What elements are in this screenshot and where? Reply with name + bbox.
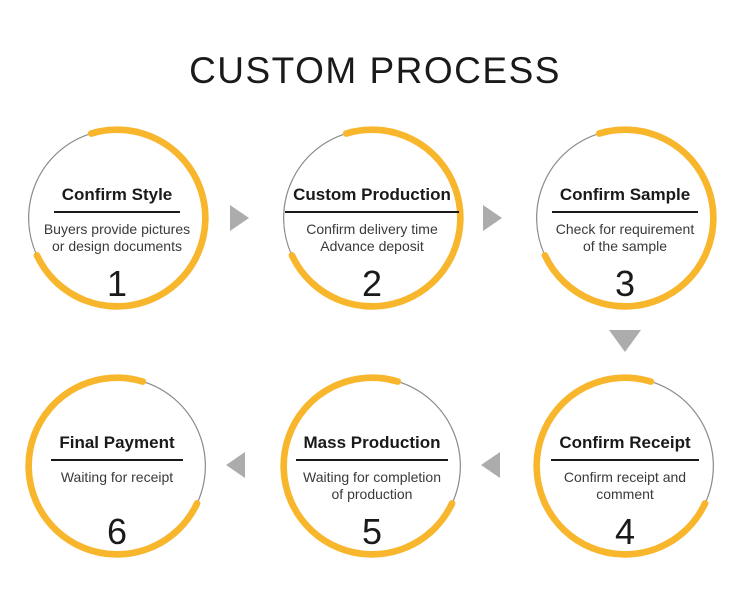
step-description: Confirm receipt and comment [563, 469, 687, 502]
process-step-1: Confirm Style Buyers provide pictures or… [22, 123, 212, 313]
process-step-5: Mass Production Waiting for completion o… [277, 371, 467, 561]
process-step-2: Custom Production Confirm delivery time … [277, 123, 467, 313]
step-title: Confirm Sample [551, 185, 699, 213]
process-step-6: Final Payment Waiting for receipt 6 [22, 371, 212, 561]
step-description: Waiting for receipt [60, 469, 174, 485]
step-ring-icon [283, 126, 464, 310]
process-step-4: Confirm Receipt Confirm receipt and comm… [530, 371, 720, 561]
step-description: Buyers provide pictures or design docume… [43, 221, 191, 254]
arrow-down-icon [609, 330, 641, 352]
step-ring-icon [25, 374, 206, 558]
process-step-3: Confirm Sample Check for requirement of … [530, 123, 720, 313]
step-number: 1 [106, 263, 128, 304]
arrow-right-icon [483, 205, 502, 231]
step-description: Waiting for completion of production [303, 469, 441, 502]
step-title: Final Payment [51, 433, 183, 461]
step-ring-icon [28, 126, 209, 310]
step-number: 4 [614, 511, 636, 552]
step-number: 2 [361, 263, 383, 304]
step-description: Check for requirement of the sample [555, 221, 695, 254]
step-description: Confirm delivery time Advance deposit [306, 221, 438, 254]
step-ring-icon [280, 374, 461, 558]
step-ring-icon [533, 374, 714, 558]
step-title: Mass Production [295, 433, 449, 461]
arrow-right-icon [230, 205, 249, 231]
step-number: 3 [614, 263, 636, 304]
step-number: 6 [106, 511, 128, 552]
step-title: Confirm Style [53, 185, 181, 213]
step-number: 5 [361, 511, 383, 552]
arrow-left-icon [226, 452, 245, 478]
step-title: Custom Production [285, 185, 459, 213]
arrow-left-icon [481, 452, 500, 478]
step-title: Confirm Receipt [551, 433, 699, 461]
step-ring-icon [536, 126, 717, 310]
page-title: CUSTOM PROCESS [189, 50, 561, 91]
